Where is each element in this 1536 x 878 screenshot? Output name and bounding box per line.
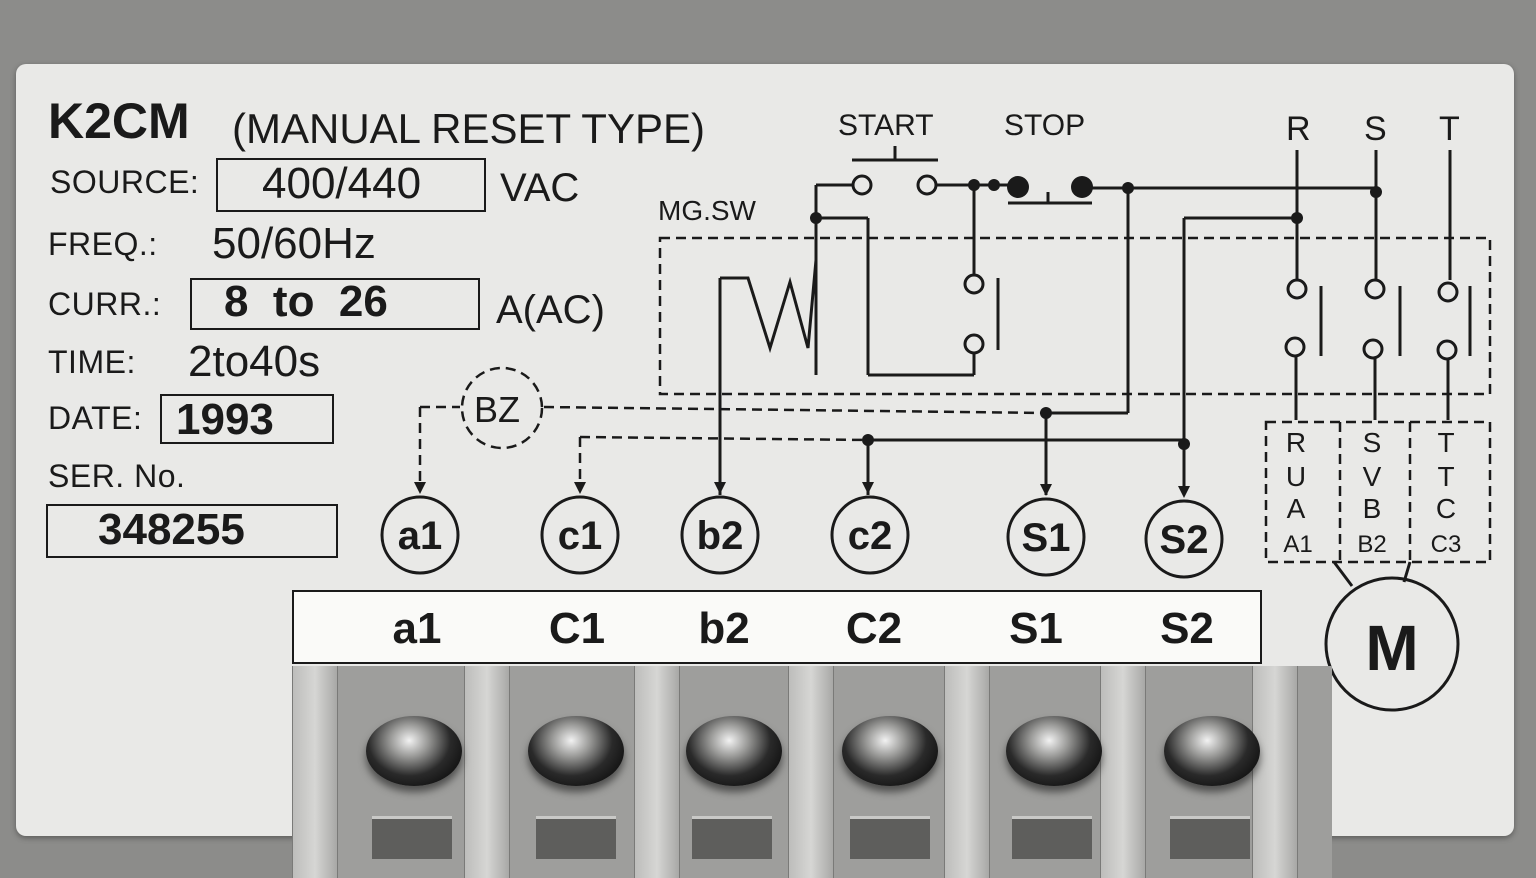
terminal-circle-s2: S2 <box>1160 518 1209 562</box>
terminal-circle-a1: a1 <box>398 514 443 558</box>
sensor-t-4: C3 <box>1431 531 1462 558</box>
strip-label-c1: C1 <box>548 604 606 653</box>
terminal-block <box>292 666 1332 878</box>
terminal-slot <box>1012 816 1092 859</box>
strip-label-s2: S2 <box>1160 604 1214 653</box>
start-label: START <box>838 109 934 142</box>
serial-value: 348255 <box>98 505 245 554</box>
freq-label: FREQ.: <box>48 226 158 262</box>
terminal-slot <box>850 816 930 859</box>
source-box <box>216 158 486 212</box>
sensor-r-3: A <box>1287 493 1306 524</box>
sensor-t-1: T <box>1437 427 1454 458</box>
terminal-separator <box>944 666 990 878</box>
stop-label: STOP <box>1004 109 1085 142</box>
sensor-t-2: T <box>1437 461 1454 492</box>
freq-value: 50/60Hz <box>212 219 376 268</box>
phase-s-label: S <box>1364 110 1387 148</box>
phase-r-label: R <box>1286 110 1311 148</box>
source-value: 400/440 <box>262 159 422 208</box>
terminal-slot <box>692 816 772 859</box>
curr-unit: A(AC) <box>496 288 605 332</box>
mgsw-label: MG.SW <box>658 195 757 226</box>
terminal-circle-c2: c2 <box>848 514 893 558</box>
buzzer-label: BZ <box>474 389 520 430</box>
strip-label-a1: a1 <box>392 604 442 653</box>
terminal-separator <box>464 666 510 878</box>
strip-label-b2: b2 <box>698 604 750 653</box>
terminal-circle-s1: S1 <box>1022 516 1071 560</box>
terminal-slot <box>1170 816 1250 859</box>
terminal-separator <box>1100 666 1146 878</box>
terminal-label-strip: a1 C1 b2 C2 S1 S2 <box>292 590 1262 664</box>
terminal-separator <box>788 666 834 878</box>
model-name: K2CM <box>48 93 190 149</box>
terminal-screw-s1[interactable] <box>1006 716 1102 786</box>
sensor-r-1: R <box>1286 427 1306 458</box>
curr-label: CURR.: <box>48 286 162 322</box>
terminal-separator <box>292 666 338 878</box>
serial-box <box>46 504 338 558</box>
sensor-s-4: B2 <box>1357 531 1386 558</box>
serial-label: SER. No. <box>48 458 186 494</box>
strip-label-c2: C2 <box>845 604 903 653</box>
time-value: 2to40s <box>188 337 321 386</box>
sensor-s-3: B <box>1363 493 1382 524</box>
terminal-screw-a1[interactable] <box>366 716 462 786</box>
date-box <box>160 394 334 444</box>
strip-label-s1: S1 <box>1009 604 1063 653</box>
terminal-separator <box>1252 666 1298 878</box>
terminal-screw-b2[interactable] <box>686 716 782 786</box>
phase-t-label: T <box>1439 110 1460 148</box>
sensor-s-2: V <box>1363 461 1382 492</box>
terminal-screw-s2[interactable] <box>1164 716 1260 786</box>
terminal-circle-c1: c1 <box>558 514 603 558</box>
sensor-t-3: C <box>1436 493 1456 524</box>
time-label: TIME: <box>48 344 136 380</box>
source-unit: VAC <box>500 166 580 210</box>
curr-value: 8 to 26 <box>224 277 388 326</box>
sensor-r-4: A1 <box>1283 531 1312 558</box>
date-value: 1993 <box>176 395 274 444</box>
source-label: SOURCE: <box>50 164 200 200</box>
terminal-slot <box>372 816 452 859</box>
terminal-screw-c2[interactable] <box>842 716 938 786</box>
sensor-s-1: S <box>1363 427 1382 458</box>
terminal-screw-c1[interactable] <box>528 716 624 786</box>
date-label: DATE: <box>48 400 143 436</box>
terminal-slot <box>536 816 616 859</box>
curr-box <box>190 278 480 330</box>
motor-label: M <box>1365 612 1418 684</box>
sensor-r-2: U <box>1286 461 1306 492</box>
terminal-circle-b2: b2 <box>697 514 744 558</box>
model-type: (MANUAL RESET TYPE) <box>232 105 705 152</box>
terminal-separator <box>634 666 680 878</box>
